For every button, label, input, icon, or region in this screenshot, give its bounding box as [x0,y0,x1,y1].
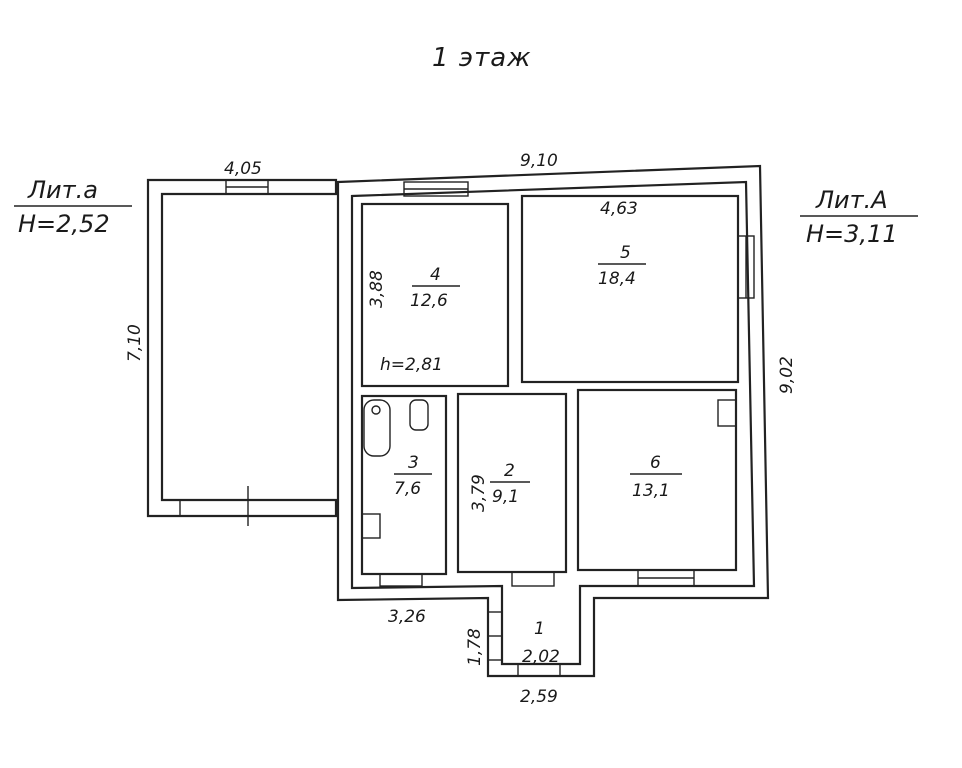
lit-main-name: Лит.А [815,186,888,214]
entry-details [488,611,561,677]
room-2-walls [456,392,568,587]
entry-door [517,663,561,677]
dim-annex-width: 4,05 [224,159,262,179]
room-number: 1 [534,619,545,639]
dim-entry-width: 2,59 [520,687,558,707]
dim-room5-width: 4,63 [600,199,638,219]
lit-small-height: Н=2,52 [18,210,110,238]
lit-main-label: Лит.А Н=3,11 [800,186,918,248]
room-6-stove-icon [717,399,737,427]
room-area: 2,02 [522,647,560,667]
room-number: 4 [430,265,441,285]
dim-annex-depth: 7,10 [125,324,145,362]
dim-entry-depth: 1,78 [465,628,485,666]
room-3-window [379,573,423,587]
lit-main-height: Н=3,11 [806,220,898,248]
dim-main-depth: 9,02 [777,356,797,394]
room-4-walls [360,181,510,388]
room-6-walls [576,388,738,587]
dim-room2-depth: 3,79 [469,474,489,512]
room-6-label: 6 13,1 [630,453,682,501]
ceiling-height: h=2,81 [380,355,443,375]
room-3-label: 3 7,6 [394,453,432,499]
room-2-label: 2 9,1 [490,461,530,507]
annex-walls [146,178,338,526]
room-3-walls [360,394,448,587]
bathtub-icon [363,399,391,457]
room-number: 5 [620,243,631,263]
room-4-label: 4 12,6 [410,265,460,311]
main-walls [336,164,770,678]
room-number: 6 [650,453,661,473]
room-5-label: 5 18,4 [598,243,646,289]
room-number: 2 [504,461,515,481]
toilet-icon [409,399,429,431]
stove-icon [361,513,381,539]
room-area: 7,6 [394,479,421,499]
dim-room3-width: 3,26 [388,607,426,627]
dim-room4-depth: 3,88 [367,270,387,308]
room-area: 13,1 [632,481,670,501]
floor-title: 1 этаж [432,43,532,73]
room-area: 12,6 [410,291,448,311]
room-2-window [511,571,555,587]
room-number: 3 [408,453,419,473]
lit-small-name: Лит.а [27,176,98,204]
dim-main-width: 9,10 [520,151,558,171]
room-5-walls [520,194,755,384]
room-area: 18,4 [598,269,636,289]
lit-small-label: Лит.а Н=2,52 [14,176,132,238]
room-area: 9,1 [492,487,519,507]
room-1-label: 1 2,02 [522,619,560,667]
